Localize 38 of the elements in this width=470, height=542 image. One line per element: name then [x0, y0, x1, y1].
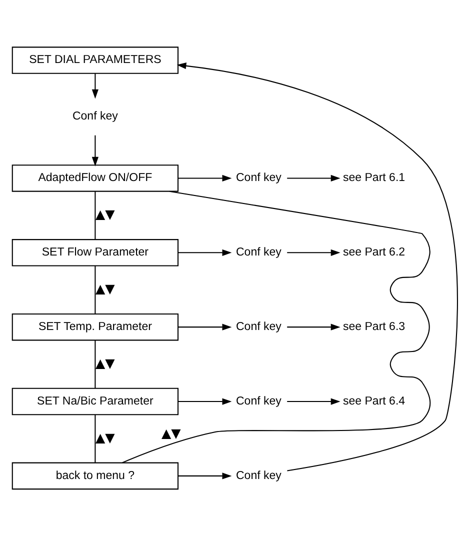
arrow: [92, 135, 98, 166]
edge-label: ▲▼: [95, 281, 115, 296]
node-box: SET Na/Bic Parameter: [12, 388, 179, 416]
edge-label: ▲▼: [95, 206, 115, 222]
arrow: [287, 398, 340, 405]
arrow: [287, 249, 340, 256]
node-text: Conf key: [72, 110, 118, 122]
edge-label: ▲▼: [95, 430, 115, 445]
arrow: [178, 472, 232, 480]
node-text: Conf key: [236, 321, 282, 334]
edge-label: ▲▼: [95, 356, 115, 371]
node-box: back to menu ?: [12, 462, 179, 490]
arrow: [178, 174, 232, 182]
node-text: Conf key: [236, 246, 282, 259]
connector: [122, 190, 430, 464]
node-text: see Part 6.1: [342, 172, 406, 184]
arrow: [178, 249, 232, 256]
arrow: [92, 74, 98, 99]
edge-label: ▲▼: [161, 425, 181, 440]
node-box: AdaptedFlow ON/OFF: [12, 164, 179, 192]
node-text: see Part 6.4: [342, 395, 406, 408]
node-text: Conf key: [236, 470, 282, 482]
arrow: [178, 398, 232, 405]
node-box: SET Flow Parameter: [12, 239, 179, 266]
node-text: Conf key: [236, 395, 282, 408]
connector: [94, 266, 96, 314]
node-box: SET Temp. Parameter: [12, 313, 179, 341]
node-box: SET DIAL PARAMETERS: [12, 46, 179, 74]
arrow: [287, 324, 340, 330]
node-text: see Part 6.2: [342, 246, 406, 259]
node-text: see Part 6.3: [342, 321, 406, 334]
arrow: [287, 174, 340, 182]
connector: [94, 340, 96, 388]
connector: [94, 192, 96, 240]
node-text: Conf key: [236, 172, 282, 184]
arrow: [178, 324, 232, 330]
connector: [94, 414, 96, 463]
arrow: [176, 62, 458, 472]
